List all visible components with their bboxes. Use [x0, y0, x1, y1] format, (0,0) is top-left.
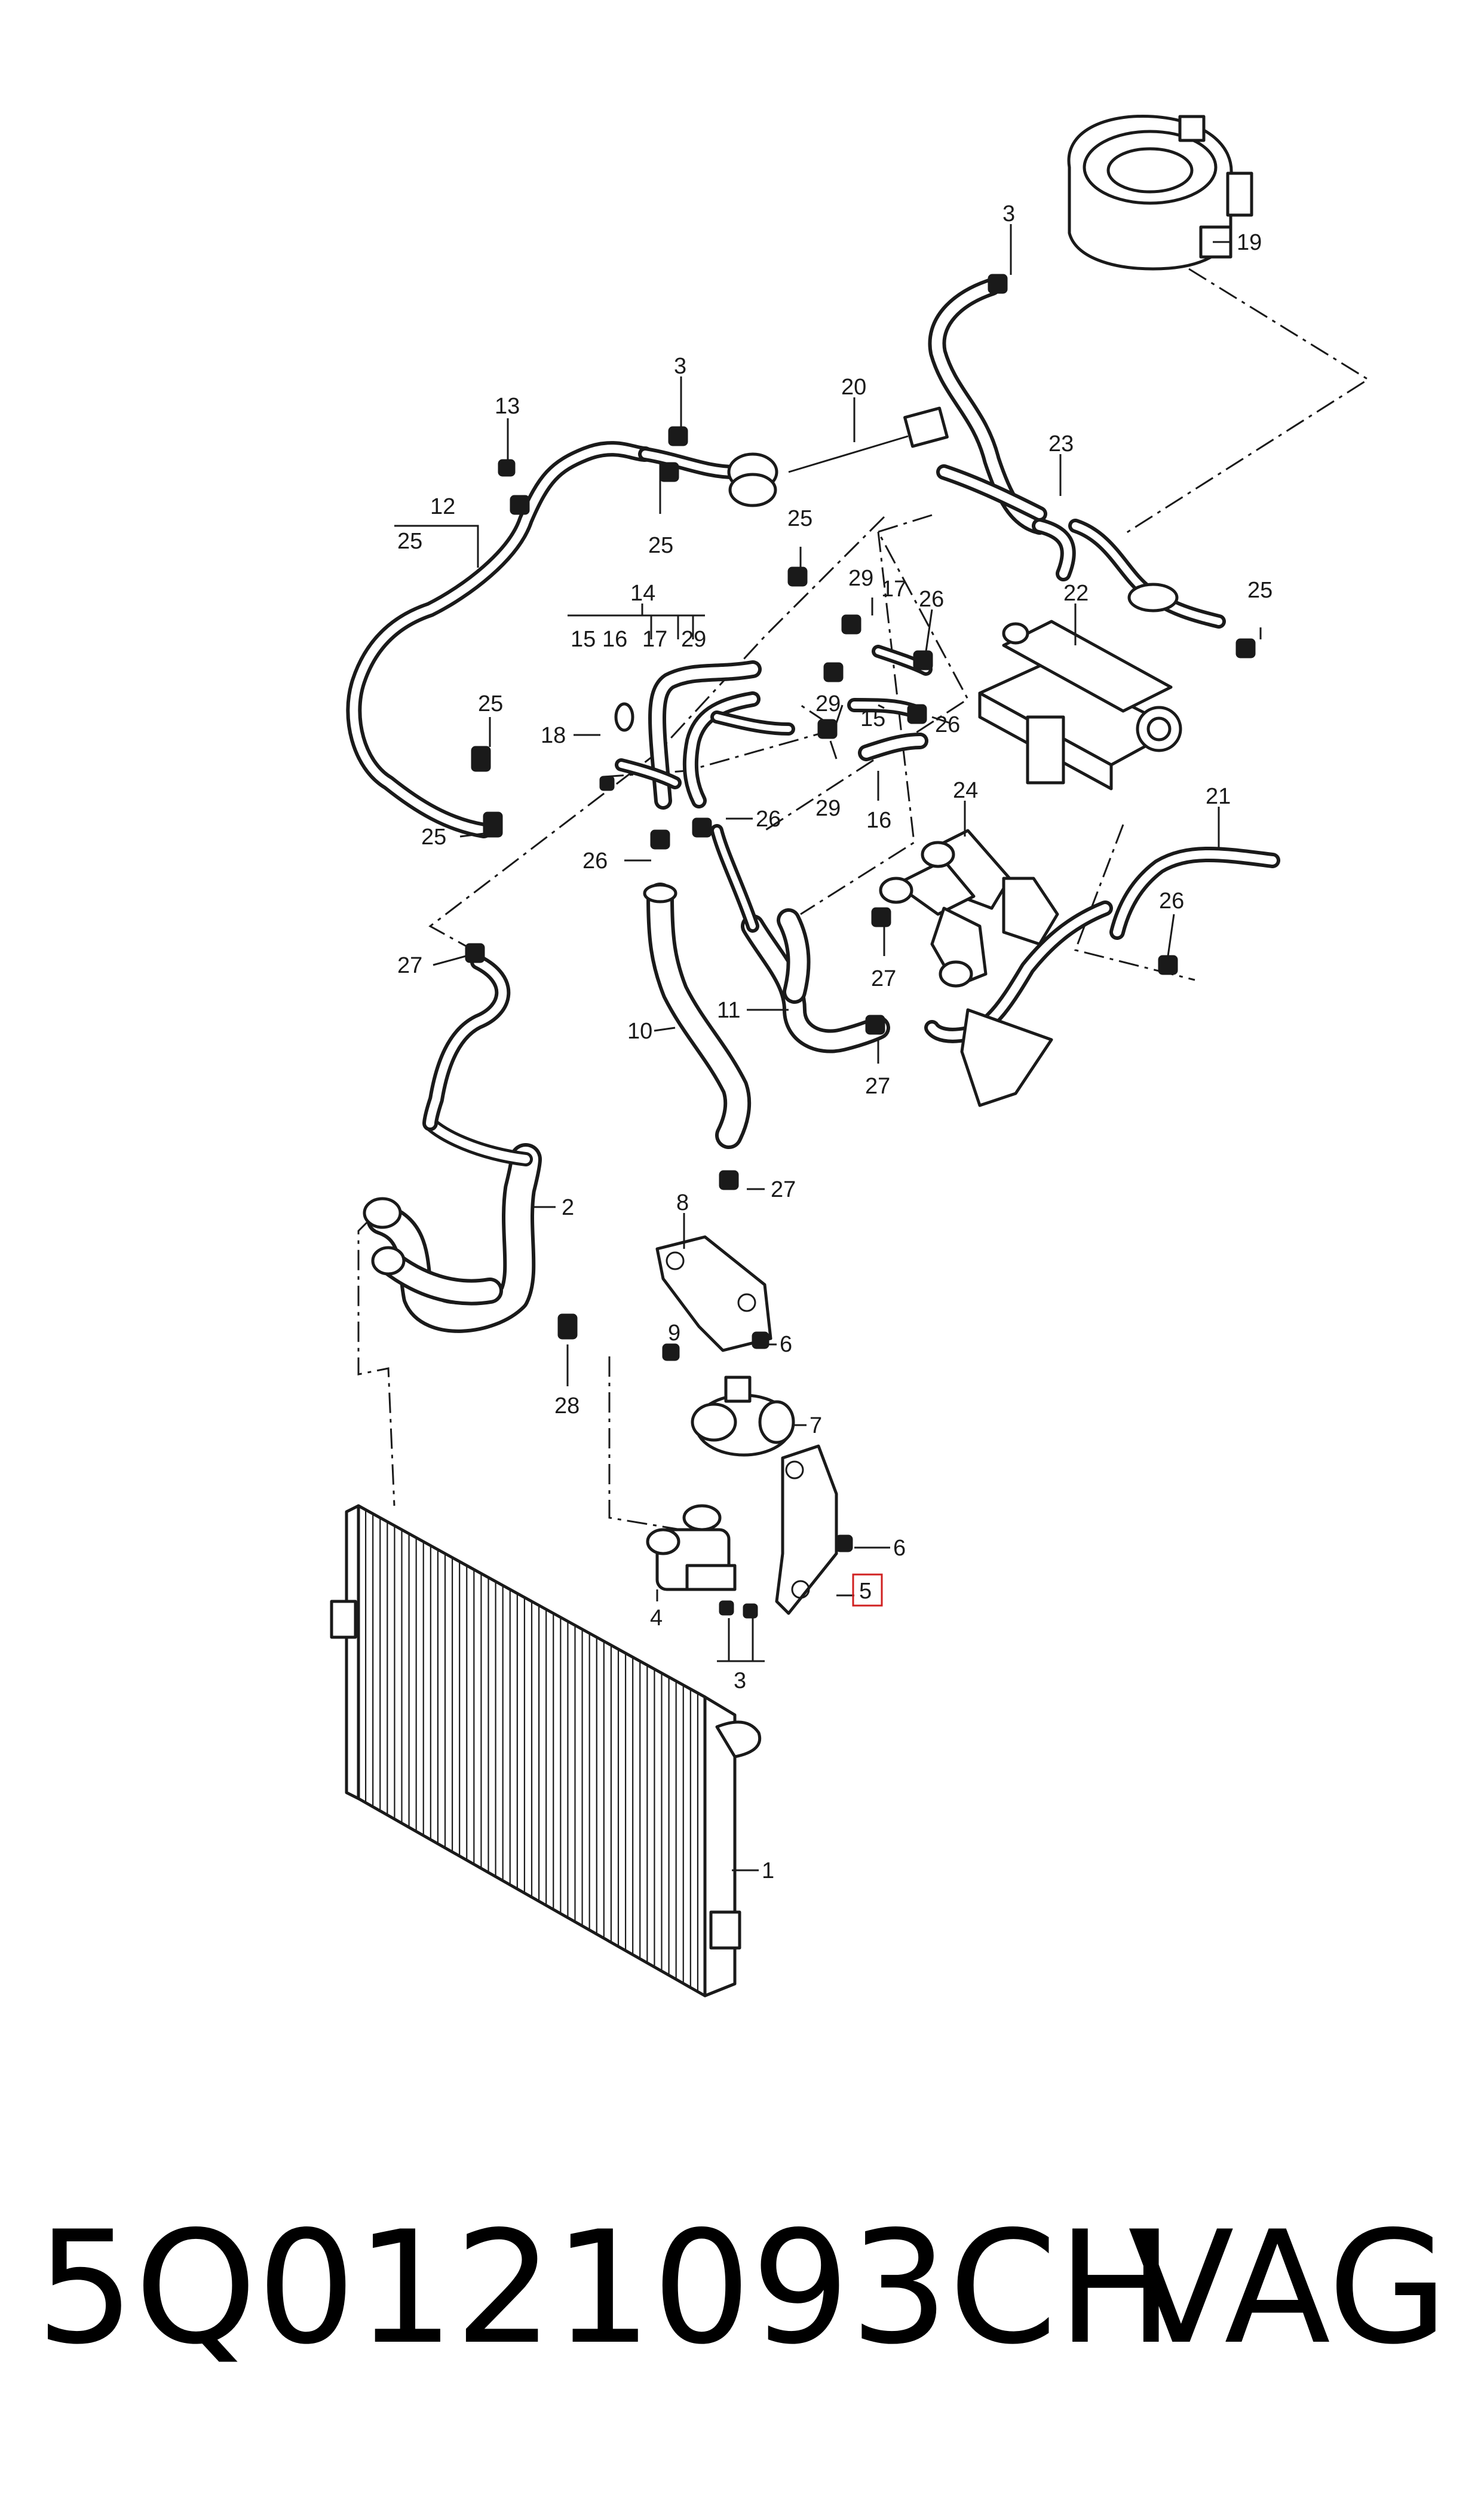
callout-14-sub-29: 29 [681, 627, 706, 652]
callout-23: 23 [1048, 431, 1074, 457]
hose-19-23 [928, 278, 1226, 629]
callout-28: 28 [554, 1393, 580, 1419]
callout-25-left-upper: 25 [478, 691, 503, 716]
radiator-fins [364, 1509, 699, 1992]
leader-lines [394, 224, 1262, 1871]
heater-core [978, 620, 1182, 791]
clamps [465, 274, 1256, 1619]
callout-27-mid: 27 [871, 966, 896, 991]
callout-7: 7 [810, 1413, 822, 1438]
callout-1: 1 [762, 1858, 774, 1883]
callout-22: 22 [1063, 581, 1089, 606]
callout-2: 2 [562, 1195, 574, 1220]
callout-6-lower: 6 [893, 1536, 906, 1561]
callout-labels: 1 2 3 3 3 4 5 6 6 7 8 9 10 11 12 25 13 1… [397, 201, 1273, 1883]
callout-25-left-lower: 25 [421, 825, 446, 850]
callout-27-left: 27 [397, 953, 422, 978]
callout-29-lower: 29 [815, 796, 841, 821]
hose-12 [346, 441, 653, 838]
hose-10 [643, 883, 752, 1149]
pump-4 [646, 1504, 737, 1591]
callout-14-sub-15: 15 [571, 627, 596, 652]
callout-17: 17 [881, 577, 906, 602]
callout-14-sub-16: 16 [602, 627, 627, 652]
callout-15: 15 [860, 706, 885, 731]
callout-6-upper: 6 [780, 1332, 792, 1357]
hose-20 [638, 406, 949, 479]
callout-16: 16 [866, 808, 891, 833]
callout-12-sub-25: 25 [397, 529, 422, 554]
radiator [330, 1504, 761, 1998]
callout-13: 13 [495, 394, 520, 419]
callout-25-mid: 25 [648, 533, 673, 558]
callout-3-mid: 3 [674, 354, 686, 379]
hose-2 [363, 1116, 542, 1333]
callout-4: 4 [650, 1606, 663, 1631]
brand-label: VAG [1128, 2198, 1448, 2379]
callout-27-lower: 27 [865, 1074, 890, 1099]
callout-3-bottom: 3 [734, 1668, 746, 1693]
callout-10: 10 [627, 1019, 652, 1044]
callout-12: 12 [430, 494, 455, 519]
callout-18: 18 [541, 723, 566, 748]
callout-14: 14 [630, 581, 655, 606]
callout-9: 9 [668, 1321, 680, 1346]
callout-25-upper-mid: 25 [787, 506, 812, 531]
highlight-box-5 [852, 1573, 883, 1607]
callout-8: 8 [676, 1190, 689, 1215]
pipe-assembly-14 [614, 660, 795, 810]
bracket-8 [655, 1235, 772, 1352]
callout-3-top: 3 [1002, 201, 1015, 226]
callout-19: 19 [1237, 230, 1262, 255]
bracket-5 [775, 1444, 838, 1615]
callout-11: 11 [717, 998, 740, 1023]
callout-26-center: 26 [756, 807, 781, 832]
callout-29-mid: 29 [815, 691, 841, 716]
callout-26-upper: 26 [919, 587, 944, 612]
callout-21: 21 [1206, 784, 1231, 809]
callout-24: 24 [953, 778, 978, 803]
callout-25-right: 25 [1247, 578, 1273, 603]
expansion-tank [1067, 114, 1253, 271]
callout-27-pump: 27 [771, 1177, 796, 1202]
callout-29-upper: 29 [848, 566, 873, 591]
valve-20 [727, 452, 778, 507]
hose-upper-left [422, 954, 511, 1131]
part-number: 5Q0121093CH [36, 2198, 1175, 2379]
callout-26-far-right: 26 [1159, 889, 1184, 914]
callout-14-sub-17: 17 [642, 627, 667, 652]
callout-20: 20 [841, 375, 866, 400]
callout-26-right: 26 [935, 712, 960, 737]
pump-7 [691, 1376, 795, 1457]
connector-24 [879, 829, 1059, 988]
pipe-21 [924, 847, 1280, 1107]
callout-26-left: 26 [582, 848, 608, 874]
hose-11 [710, 824, 890, 1053]
assembly-lines [357, 268, 1370, 1531]
callout-5: 5 [859, 1579, 872, 1604]
